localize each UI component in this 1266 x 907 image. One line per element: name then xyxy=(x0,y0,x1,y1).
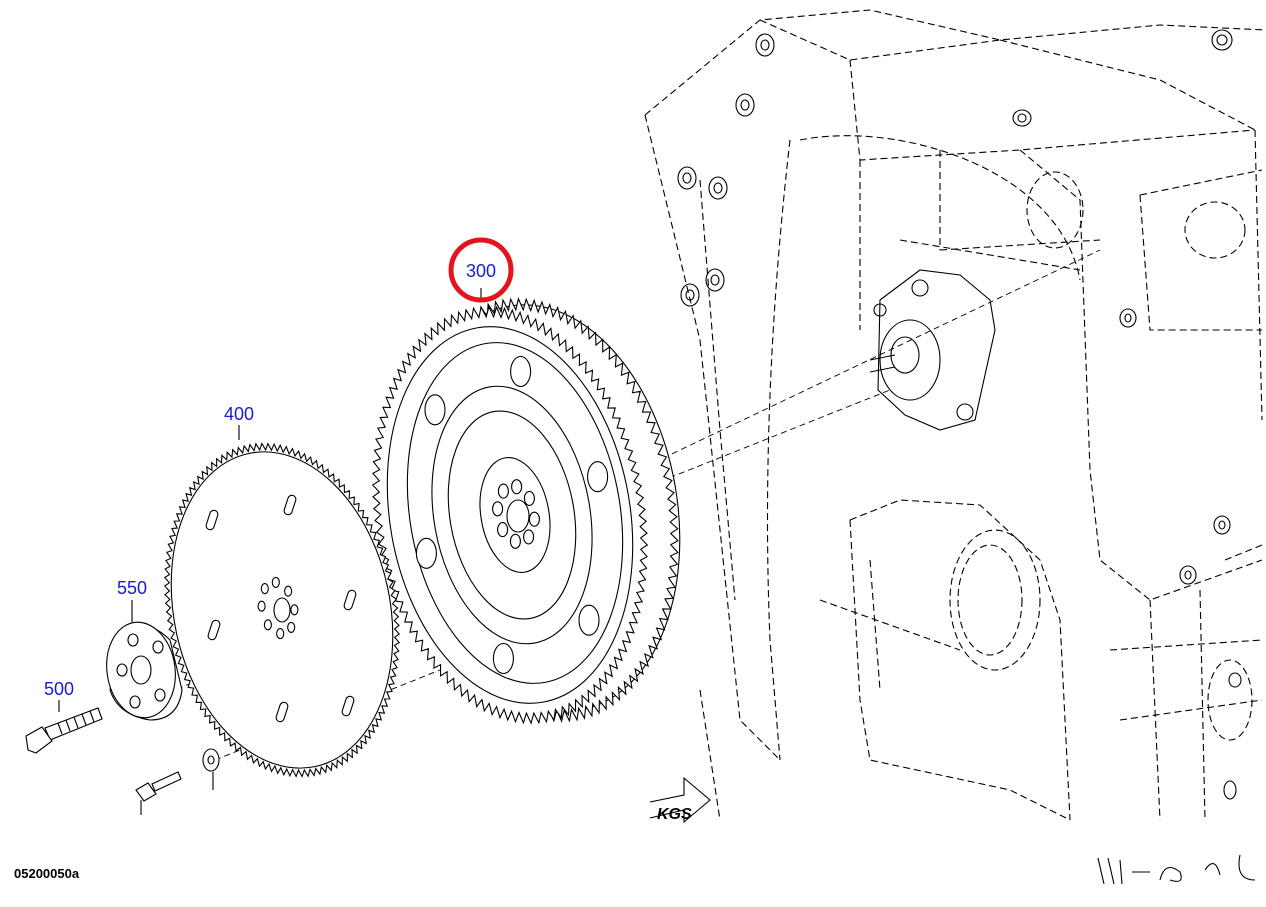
flex-plate-bolt-hole xyxy=(257,600,266,612)
flex-plate-slot xyxy=(341,695,355,717)
flywheel-bolt-hole xyxy=(497,522,509,538)
flex-plate-bolt-hole xyxy=(287,621,296,633)
callout-leaders xyxy=(58,288,482,815)
flywheel-lightening-hole xyxy=(587,461,609,493)
callout-500[interactable]: 500 xyxy=(44,679,74,699)
flywheel-bolt-hole xyxy=(492,501,504,517)
flywheel-lightening-hole xyxy=(424,394,446,426)
spacer-plate-550 xyxy=(106,621,183,721)
flywheel-bolt-hole xyxy=(497,483,509,499)
flywheel-lightening-hole xyxy=(510,355,532,388)
flex-plate-slot xyxy=(275,701,289,723)
small-bolt xyxy=(135,771,182,802)
engine-block-outline xyxy=(644,9,1266,821)
flex-plate-bolt-hole xyxy=(284,585,293,597)
callout-label-400: 400 xyxy=(224,404,254,424)
flywheel-lightening-hole xyxy=(415,537,437,569)
engine-bolt-bosses xyxy=(677,29,1242,800)
callout-label-500: 500 xyxy=(44,679,74,699)
drawing-code: 05200050a xyxy=(14,866,80,881)
flywheel-bolt-hole xyxy=(509,533,521,549)
fragment-sketch xyxy=(1097,854,1256,885)
flywheel-bolt-hole xyxy=(523,529,535,545)
kgs-logo: KGS xyxy=(649,776,711,824)
flex-plate-slot xyxy=(283,494,297,516)
flex-plate-slot xyxy=(205,509,219,531)
flex-plate-slot xyxy=(343,589,357,611)
callout-label-550: 550 xyxy=(117,578,147,598)
flywheel-lightening-hole xyxy=(492,642,514,675)
callout-400[interactable]: 400 xyxy=(224,404,254,424)
washer xyxy=(202,748,220,772)
flywheel-bolt-hole xyxy=(523,490,535,506)
highlight-ring xyxy=(448,237,514,303)
flywheel-bolt-hole xyxy=(528,511,540,527)
kgs-logo-text: KGS xyxy=(657,806,692,823)
callout-label-300: 300 xyxy=(466,261,496,281)
flex-plate-bolt-hole xyxy=(260,583,269,595)
callout-300[interactable]: 300 xyxy=(448,237,514,303)
flywheel-300 xyxy=(371,297,681,725)
flex-plate-slot xyxy=(207,619,221,641)
flex-plate-400 xyxy=(163,442,401,778)
bolt-500 xyxy=(25,707,103,754)
flywheel-bolt-hole xyxy=(511,479,523,495)
front-cover-pump xyxy=(869,269,996,431)
flex-plate-bolt-hole xyxy=(290,604,299,616)
flex-plate-bolt-hole xyxy=(263,619,272,631)
callout-550[interactable]: 550 xyxy=(117,578,147,598)
flex-plate-bolt-hole xyxy=(271,576,280,588)
flywheel-lightening-hole xyxy=(578,604,600,636)
flex-plate-bolt-hole xyxy=(276,628,285,640)
